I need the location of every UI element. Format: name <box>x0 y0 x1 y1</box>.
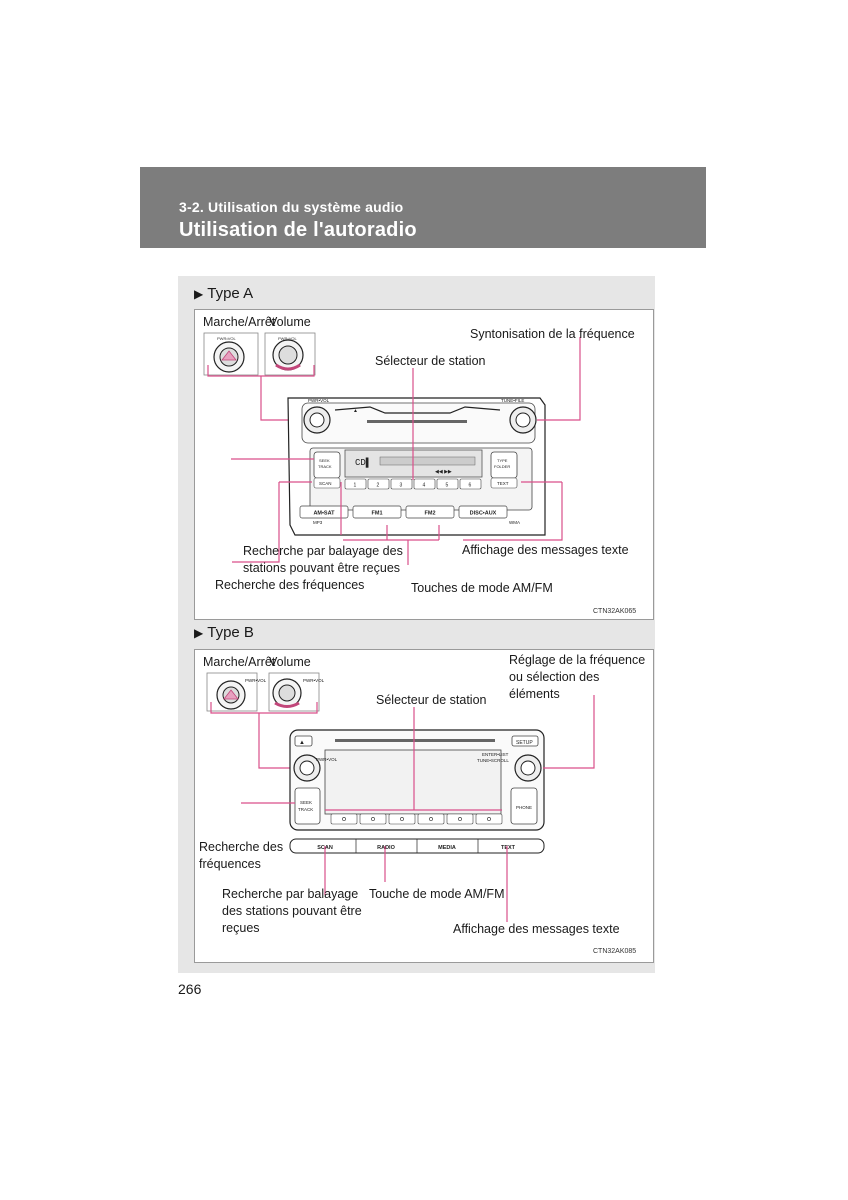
triangle-right-icon: ▶ <box>194 287 204 301</box>
mode-button-fm2: FM2 <box>405 505 455 519</box>
svg-text:▲: ▲ <box>299 740 305 746</box>
svg-text:PWR•VOL: PWR•VOL <box>278 336 298 341</box>
page-title: Utilisation de l'autoradio <box>179 219 417 241</box>
section-label: 3-2. Utilisation du système audio <box>179 199 404 215</box>
svg-text:PWR•VOL: PWR•VOL <box>303 678 325 683</box>
mode-button-am•sat: AM•SAT <box>299 505 349 519</box>
preset-button-b-2 <box>359 813 387 825</box>
preset-button-2: 2 <box>367 478 390 490</box>
svg-text:FM2: FM2 <box>425 511 436 517</box>
svg-text:PWR•VOL: PWR•VOL <box>217 336 237 341</box>
svg-text:6: 6 <box>469 483 472 489</box>
power-knob-detail: PWR•VOL <box>203 332 259 376</box>
svg-text:TEXT: TEXT <box>497 481 509 486</box>
svg-text:5: 5 <box>446 483 449 489</box>
svg-text:TUNE•SCROLL: TUNE•SCROLL <box>477 758 509 763</box>
type-b-station-selector-label: Sélecteur de station <box>376 693 487 707</box>
type-a-scan-label: Recherche par balayage des stations pouv… <box>243 544 403 575</box>
volume-knob-detail-b: PWR•VOL <box>268 672 325 712</box>
svg-text:DISC•AUX: DISC•AUX <box>470 511 497 517</box>
type-a-text-label: Affichage des messages texte <box>462 543 629 557</box>
svg-text:▲: ▲ <box>353 408 358 414</box>
svg-text:AM•SAT: AM•SAT <box>313 511 335 517</box>
content-panel: ▶Type A PWR•VOL PWR•VOL <box>178 276 655 973</box>
type-b-heading: ▶Type B <box>194 624 254 641</box>
preset-button-6: 6 <box>459 478 482 490</box>
type-a-heading: ▶Type A <box>194 285 253 302</box>
type-a-figure-code: CTN32AK065 <box>593 608 637 615</box>
type-b-text-label: Affichage des messages texte <box>453 922 620 936</box>
type-b-volume-label: Volume <box>269 655 311 669</box>
type-a-heading-text: Type A <box>207 285 254 302</box>
svg-text:FOLDER: FOLDER <box>494 464 510 469</box>
type-a-tuning-label: Syntonisation de la fréquence <box>470 327 635 341</box>
svg-text:TRACK: TRACK <box>318 464 332 469</box>
type-a-seek-label: Recherche des fréquences <box>215 578 365 592</box>
svg-text:PHONE: PHONE <box>516 805 532 810</box>
type-a-volume-label: Volume <box>269 315 311 329</box>
type-b-illustration: PWR•VOL PWR•VOL ▲ SETUP <box>206 672 595 922</box>
power-knob-detail-b: PWR•VOL <box>206 672 267 712</box>
type-b-tuning-label: Réglage de la fréquence ou sélection des… <box>509 653 646 701</box>
svg-text:CD▌: CD▌ <box>355 457 371 468</box>
type-b-heading-text: Type B <box>207 624 254 641</box>
mode-button-b-text: TEXT <box>477 839 516 853</box>
preset-button-b-3 <box>388 813 416 825</box>
type-b-mode-label: Touche de mode AM/FM <box>369 887 505 901</box>
svg-text:PWR•VOL: PWR•VOL <box>245 678 267 683</box>
type-b-power-label: Marche/Arrêt <box>203 655 276 669</box>
svg-text:SEEK: SEEK <box>300 800 312 805</box>
preset-button-1: 1 <box>344 478 367 490</box>
type-a-figure: PWR•VOL PWR•VOL ▲ <box>194 309 654 620</box>
preset-button-4: 4 <box>413 478 436 490</box>
svg-text:WMA: WMA <box>509 520 520 525</box>
svg-text:1: 1 <box>354 483 357 489</box>
svg-text:4: 4 <box>423 483 426 489</box>
svg-text:RADIO: RADIO <box>377 845 395 851</box>
page-number: 266 <box>178 981 202 997</box>
preset-button-b-1 <box>330 813 358 825</box>
svg-text:◀◀ ▶▶: ◀◀ ▶▶ <box>435 469 452 475</box>
svg-text:SCAN: SCAN <box>319 481 332 486</box>
mode-button-fm1: FM1 <box>352 505 402 519</box>
type-a-power-label: Marche/Arrêt <box>203 315 276 329</box>
header-band: 3-2. Utilisation du système audio Utilis… <box>140 167 706 248</box>
mode-button-disc•aux: DISC•AUX <box>458 505 508 519</box>
type-a-station-selector-label: Sélecteur de station <box>375 354 486 368</box>
type-b-seek-label: Recherche des fréquences <box>199 840 284 871</box>
type-a-illustration: PWR•VOL PWR•VOL ▲ <box>203 332 581 565</box>
svg-text:TEXT: TEXT <box>501 845 516 851</box>
svg-text:FM1: FM1 <box>372 511 383 517</box>
mode-button-b-media: MEDIA <box>416 839 456 853</box>
svg-text:MP3: MP3 <box>313 520 323 525</box>
svg-text:3: 3 <box>400 483 403 489</box>
triangle-right-icon: ▶ <box>194 626 204 640</box>
svg-text:PWR•VOL: PWR•VOL <box>308 398 330 403</box>
svg-text:SEEK: SEEK <box>319 458 330 463</box>
svg-text:TUNE•FILE: TUNE•FILE <box>501 398 524 403</box>
type-b-scan-label: Recherche par balayage des stations pouv… <box>222 887 362 935</box>
mode-button-b-radio: RADIO <box>355 839 396 853</box>
radio-unit-b: ▲ SETUP PWR•VOL ENTER•LIST TUNE•SCROLL S… <box>289 729 545 854</box>
volume-knob-detail: PWR•VOL <box>264 332 316 376</box>
svg-text:TRACK: TRACK <box>298 807 313 812</box>
type-a-mode-label: Touches de mode AM/FM <box>411 581 553 595</box>
svg-text:MEDIA: MEDIA <box>438 845 456 851</box>
preset-button-3: 3 <box>390 478 413 490</box>
type-b-figure-code: CTN32AK085 <box>593 948 637 955</box>
svg-text:PWR•VOL: PWR•VOL <box>316 757 338 762</box>
radio-unit-a: ▲ PWR•VOL TUNE•FILE CD▌ ◀◀ ▶▶ SEEK TRACK <box>287 397 546 536</box>
svg-text:SETUP: SETUP <box>516 740 533 746</box>
preset-button-5: 5 <box>436 478 459 490</box>
preset-button-b-5 <box>446 813 474 825</box>
svg-text:TYPE: TYPE <box>497 458 508 463</box>
svg-text:2: 2 <box>377 483 380 489</box>
svg-text:ENTER•LIST: ENTER•LIST <box>482 752 509 757</box>
type-b-figure: PWR•VOL PWR•VOL ▲ SETUP <box>194 649 654 963</box>
preset-button-b-4 <box>417 813 445 825</box>
preset-button-b-6 <box>475 813 503 825</box>
